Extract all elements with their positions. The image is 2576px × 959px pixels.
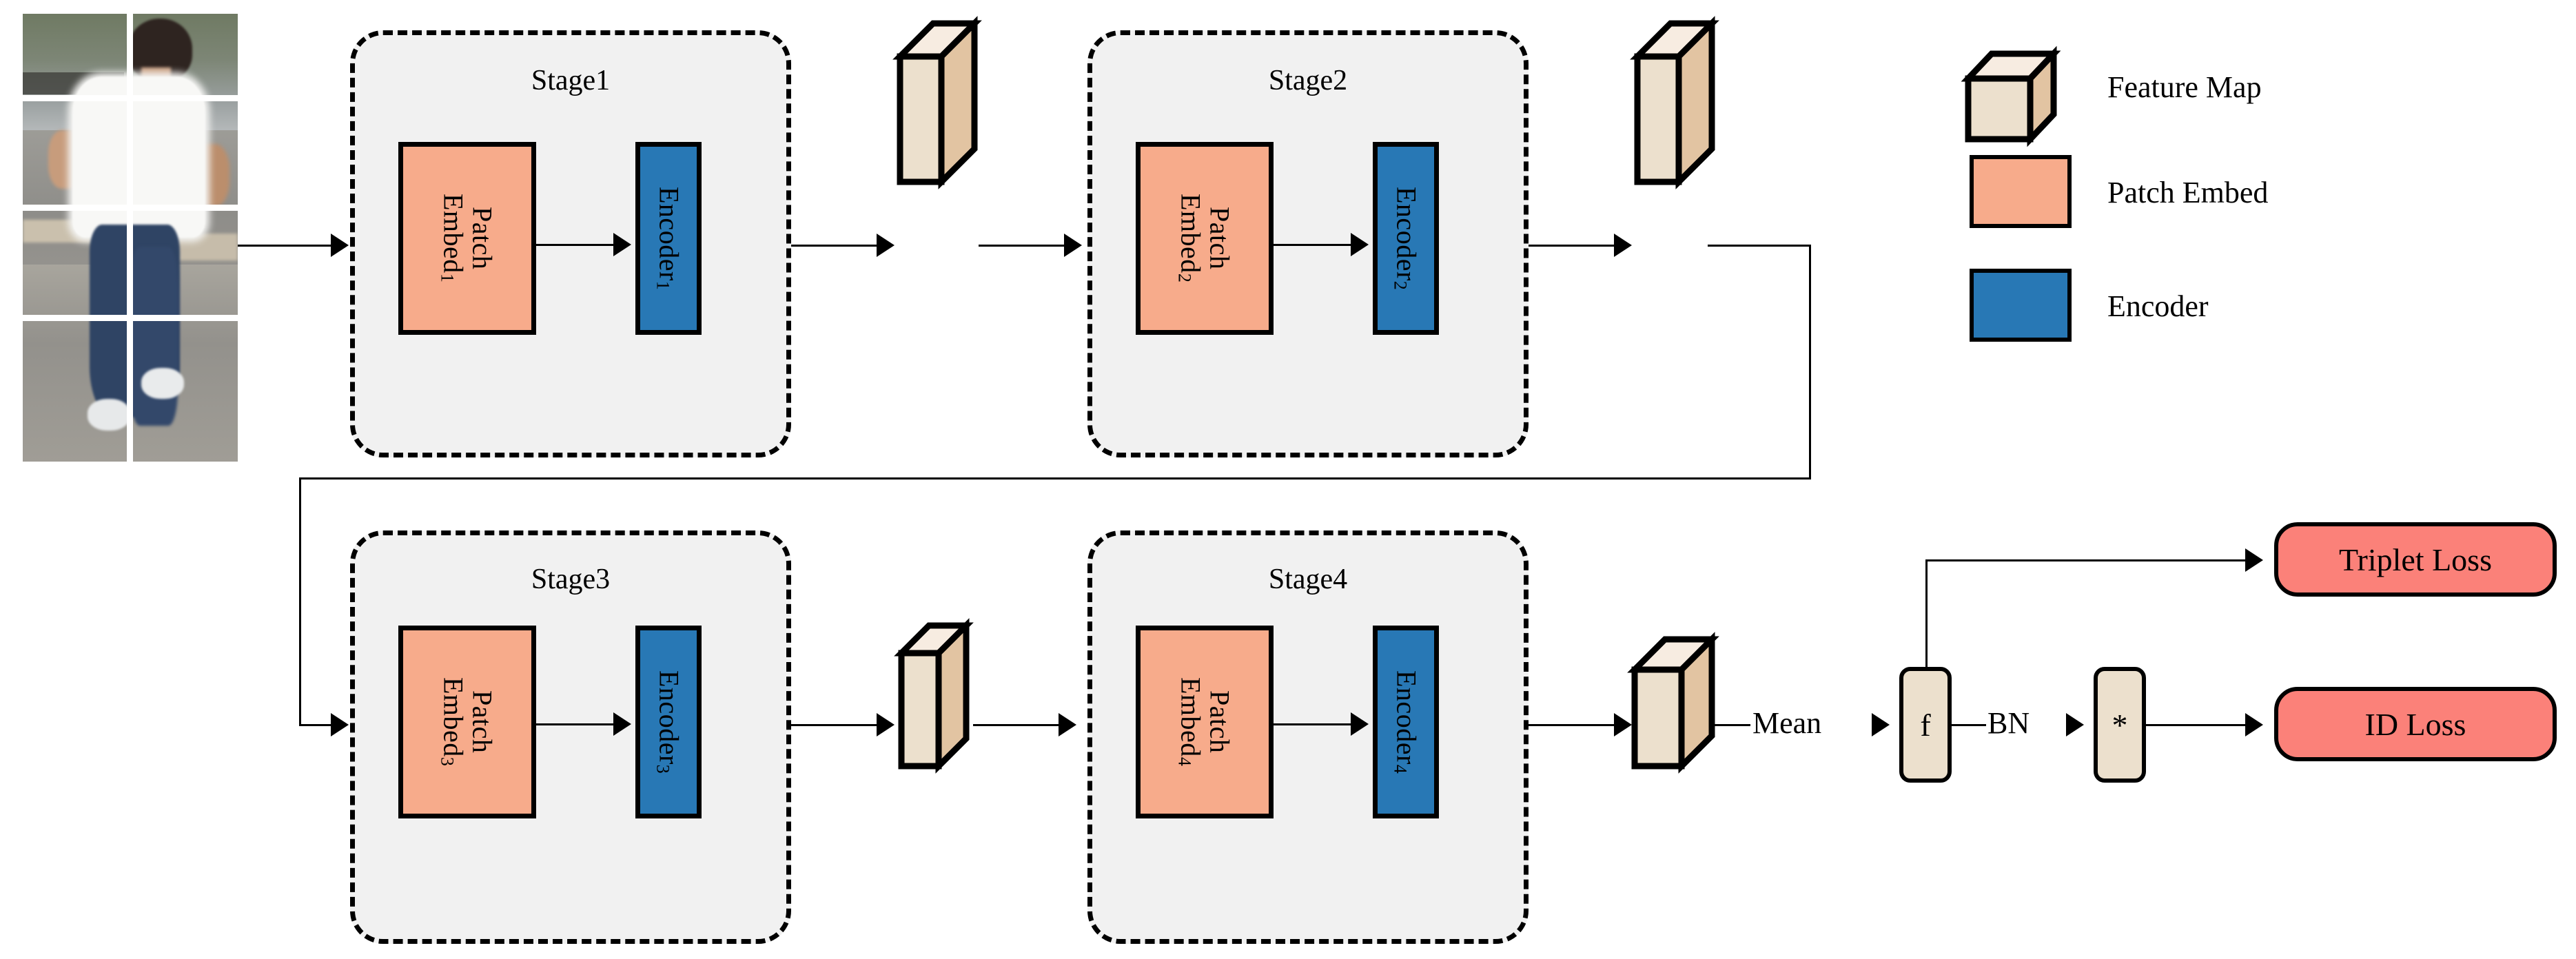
connector-stage1-to-fm1 [791,245,881,247]
stage3-encoder-block[interactable]: Encoder3 [635,626,702,818]
stage1-patch-embed-label: Patch Embed1 [437,194,498,283]
connector-pe2-to-enc2 [1274,244,1355,246]
connector-fm1-to-stage2 [979,245,1068,247]
arrow-stage3-to-fm3 [877,713,895,736]
stage1-patch-embed-block[interactable]: Patch Embed1 [398,142,536,335]
arrow-stage2-to-fm2 [1614,234,1632,257]
arrow-stage1-to-fm1 [877,234,895,257]
connector-f-up [1925,559,1928,668]
id-loss-box[interactable]: ID Loss [2274,687,2557,761]
connector-fm2-right [1708,245,1811,247]
stage4-title: Stage4 [1268,564,1348,595]
stage2-encoder-label: Encoder2 [1390,186,1422,291]
arrow-star-to-idloss [2245,713,2263,736]
feature-node-f[interactable]: f [1899,667,1952,783]
patch-gridline-h [23,315,238,321]
arrow-fm1-to-stage2 [1064,234,1082,257]
connector-pe3-to-enc3 [536,723,617,725]
arrow-image-to-stage1 [331,234,349,257]
stage2-patch-embed-block[interactable]: Patch Embed2 [1136,142,1274,335]
legend-label-feature-map: Feature Map [2107,70,2262,104]
arrow-pe1-to-enc1 [613,233,631,256]
connector-stage3-to-fm3 [791,724,881,726]
triplet-loss-box[interactable]: Triplet Loss [2274,522,2557,597]
feature-map-4 [1627,632,1720,774]
feature-map-2 [1630,16,1719,189]
connector-image-to-stage1 [238,245,334,247]
connector-into-stage3 [299,724,334,726]
stage4-patch-embed-label: Patch Embed4 [1174,677,1236,767]
connector-fm4-to-mean [1709,724,1750,726]
bn-feature-node-star[interactable]: * [2094,667,2146,783]
arrow-pe3-to-enc3 [613,712,631,736]
patch-gridline-h [23,95,238,101]
connector-row-transfer [299,477,1811,479]
arrow-pe2-to-enc2 [1351,233,1369,256]
arrow-stage4-to-fm4 [1614,713,1632,736]
arrow-pe4-to-enc4 [1351,712,1369,736]
stage3-patch-embed-block[interactable]: Patch Embed3 [398,626,536,818]
patch-gridline-h [23,205,238,211]
connector-stage2-to-fm2 [1529,245,1618,247]
legend-label-encoder: Encoder [2107,289,2209,323]
connector-f-to-bn [1952,724,1986,726]
arrow-fm3-to-stage4 [1059,713,1076,736]
stage2-patch-embed-label: Patch Embed2 [1174,194,1236,283]
feature-map-1 [892,16,982,189]
stage4-patch-embed-block[interactable]: Patch Embed4 [1136,626,1274,818]
stage2-title: Stage2 [1268,65,1348,96]
legend-label-patch-embed: Patch Embed [2107,176,2269,209]
stage1-encoder-block[interactable]: Encoder1 [635,142,702,335]
connector-stage4-to-fm4 [1529,724,1618,726]
stage3-patch-embed-label: Patch Embed3 [437,677,498,767]
legend-feature-map-cube [1961,45,2081,147]
stage3-title: Stage3 [531,564,611,595]
connector-pe4-to-enc4 [1274,723,1355,725]
arrow-mean-to-f [1872,713,1890,736]
legend-swatch-patch-embed [1970,155,2072,228]
stage4-encoder-block[interactable]: Encoder4 [1373,626,1439,818]
stage3-encoder-label: Encoder3 [653,670,685,774]
arrow-to-tripletloss [2245,548,2263,572]
connector-star-to-idloss [2146,724,2249,726]
stage1-encoder-label: Encoder1 [653,186,685,291]
arrow-into-stage3 [331,713,349,736]
stage4-encoder-label: Encoder4 [1390,670,1422,774]
stage1-title: Stage1 [531,65,611,96]
arrow-bn-to-star [2066,713,2084,736]
connector-fm2-down [1809,245,1811,479]
connector-fm3-to-stage4 [973,724,1063,726]
connector-f-to-tripletloss [1925,559,2249,561]
bn-label: BN [1987,706,2030,740]
input-person-image [23,14,238,462]
legend-swatch-encoder [1970,269,2072,342]
feature-map-3 [894,618,974,774]
mean-label: Mean [1752,706,1822,740]
patch-gridline-v [127,14,133,462]
connector-pe1-to-enc1 [536,244,617,246]
stage2-encoder-block[interactable]: Encoder2 [1373,142,1439,335]
connector-down-to-stage3 [299,477,301,725]
